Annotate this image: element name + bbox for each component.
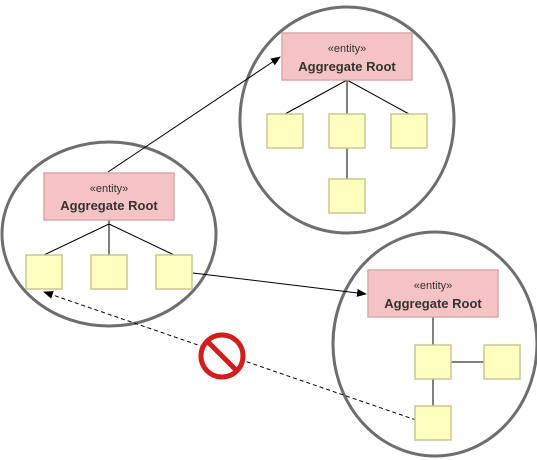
- tree-connector: [284, 79, 410, 179]
- stereotype-label: «entity»: [328, 43, 367, 55]
- entity-box: [328, 113, 366, 149]
- aggregate-root-box: [281, 32, 413, 81]
- aggregate-boundary-left: [0, 140, 218, 328]
- aggregate-left: «entity» Aggregate Root: [25, 172, 193, 290]
- no-entry-icon: [198, 332, 246, 380]
- aggregate-boundary-bottom: [331, 230, 537, 458]
- aggregate-root-box: [43, 172, 175, 221]
- entity-box: [155, 254, 193, 290]
- reference-arrow-left-to-top: [107, 56, 281, 173]
- aggregate-bottom: «entity» Aggregate Root: [367, 269, 521, 441]
- aggregate-top: «entity» Aggregate Root: [266, 32, 428, 214]
- entity-box: [328, 178, 366, 214]
- reference-arrow-left-to-bottom: [192, 272, 367, 297]
- entity-box: [25, 254, 63, 290]
- stereotype-label: «entity»: [414, 280, 453, 292]
- tree-connector: [43, 220, 175, 256]
- entity-box: [266, 113, 304, 149]
- aggregate-root-box: [367, 269, 499, 318]
- entity-box: [90, 254, 128, 290]
- entity-box: [390, 113, 428, 149]
- entity-box: [483, 344, 521, 380]
- stereotype-label: «entity»: [90, 183, 129, 195]
- aggregate-boundary-top: [238, 5, 456, 235]
- entity-box: [414, 405, 452, 441]
- tree-connector: [432, 317, 484, 406]
- aggregate-root-label: Aggregate Root: [60, 198, 158, 213]
- entity-box: [414, 344, 452, 380]
- aggregate-root-label: Aggregate Root: [298, 59, 396, 74]
- aggregate-root-label: Aggregate Root: [384, 296, 482, 311]
